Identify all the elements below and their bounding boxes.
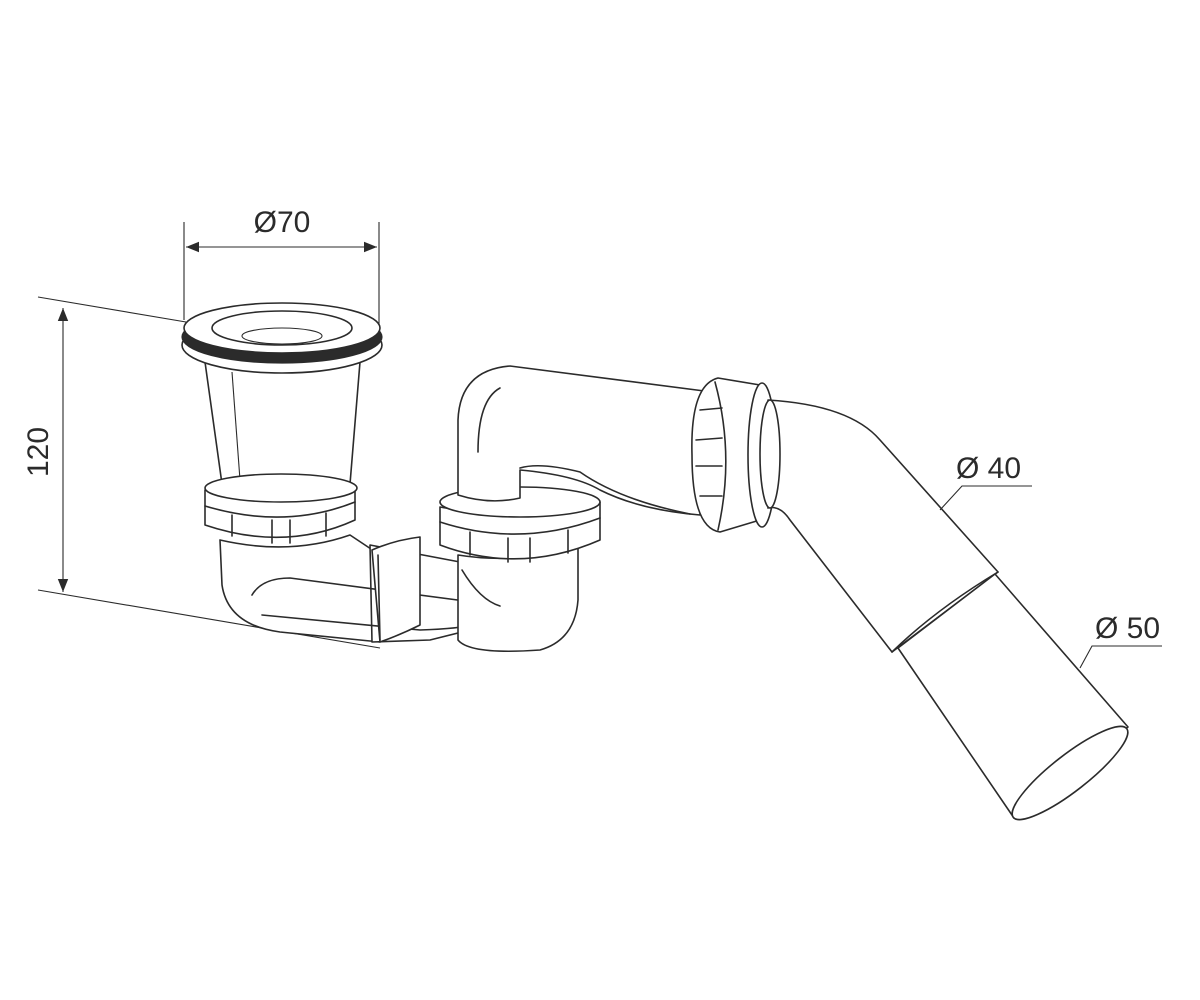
- right-nut-rib-2: [695, 437, 723, 441]
- diameter-50-dimension: Ø 50: [1079, 612, 1162, 669]
- outlet-pipe-body: [767, 399, 999, 653]
- d50-label: Ø 50: [1095, 612, 1160, 645]
- u-trap-right-inner: [461, 569, 501, 607]
- height-ext-line-top: [37, 296, 187, 323]
- elbow-pipe: [457, 365, 713, 516]
- elbow-body: [457, 365, 713, 516]
- u-trap-right-leg: [457, 544, 579, 652]
- u-trap-left-leg: [219, 534, 381, 643]
- diameter-70-dimension: Ø70: [183, 206, 380, 330]
- drain-body: [204, 361, 361, 485]
- u-trap-sleeve: [371, 536, 421, 643]
- height-dimension: 120: [22, 296, 381, 649]
- left-nut-ridge: [204, 501, 356, 518]
- diameter-40-dimension: Ø 40: [939, 452, 1032, 511]
- drain-grate-inner: [241, 327, 323, 345]
- u-trap-sleeve-edge: [377, 554, 381, 641]
- outlet-sleeve-50: [891, 571, 1129, 821]
- outlet-pipe-mouth: [759, 399, 781, 509]
- d40-label: Ø 40: [956, 452, 1021, 485]
- drain-body-shade: [231, 371, 241, 481]
- elbow-inner-curve: [519, 464, 691, 515]
- u-trap-inner-curve: [251, 577, 489, 605]
- sleeve-band: [891, 571, 999, 653]
- d40-leader: [939, 485, 1032, 511]
- left-nut-top: [204, 473, 358, 503]
- height-label: 120: [22, 427, 55, 477]
- u-trap: [219, 534, 579, 652]
- d50-leader: [1079, 645, 1162, 669]
- outlet-pipe-40: [759, 399, 999, 653]
- height-ext-line-bottom: [37, 589, 381, 649]
- right-nut-rib-1: [699, 407, 723, 411]
- elbow-shade: [477, 387, 501, 453]
- right-nut-ridge: [714, 381, 727, 531]
- drain-head: [181, 302, 383, 485]
- d70-label: Ø70: [254, 206, 311, 239]
- middle-nut-ridge: [439, 517, 601, 535]
- sleeve-end: [1011, 725, 1129, 821]
- left-union-nut: [204, 473, 358, 544]
